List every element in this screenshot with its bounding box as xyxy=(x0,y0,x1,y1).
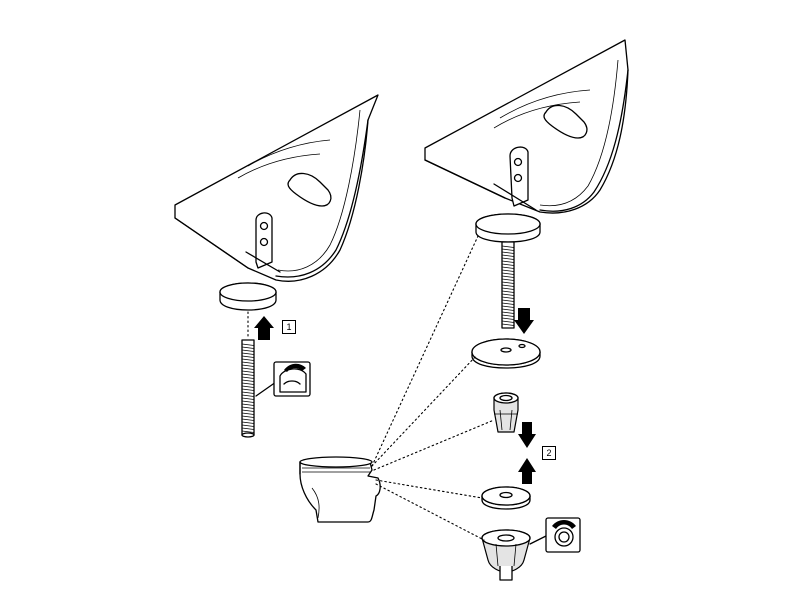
right-seat-bumper xyxy=(543,104,588,139)
leader-lines xyxy=(371,235,495,541)
downward-arrow-icon xyxy=(518,422,536,448)
right-hinge-plate xyxy=(493,146,537,211)
right-assembly xyxy=(424,39,629,581)
step-label-1: 1 xyxy=(282,320,296,334)
hand-tighten-nut-icon xyxy=(529,517,581,553)
left-hinge-plate xyxy=(245,212,281,273)
right-bowl-rim xyxy=(424,39,629,214)
left-threaded-rod xyxy=(241,339,255,438)
right-mounting-cap xyxy=(475,213,541,243)
left-assembly xyxy=(174,94,379,438)
toilet-side-view xyxy=(299,456,381,523)
step-label-2: 2 xyxy=(542,446,556,460)
expansion-plug xyxy=(493,392,519,433)
upward-arrow-icon xyxy=(518,458,536,484)
left-bowl-rim xyxy=(174,94,379,282)
bottom-washer xyxy=(481,486,531,510)
right-threaded-rod xyxy=(501,241,515,329)
hand-tighten-icon xyxy=(255,361,311,397)
top-washer xyxy=(471,338,541,369)
left-seat-bumper xyxy=(287,172,332,207)
left-mounting-cap xyxy=(219,282,277,311)
upward-arrow-icon xyxy=(254,316,274,340)
wing-nut xyxy=(481,529,531,581)
downward-arrow-icon xyxy=(514,308,534,334)
